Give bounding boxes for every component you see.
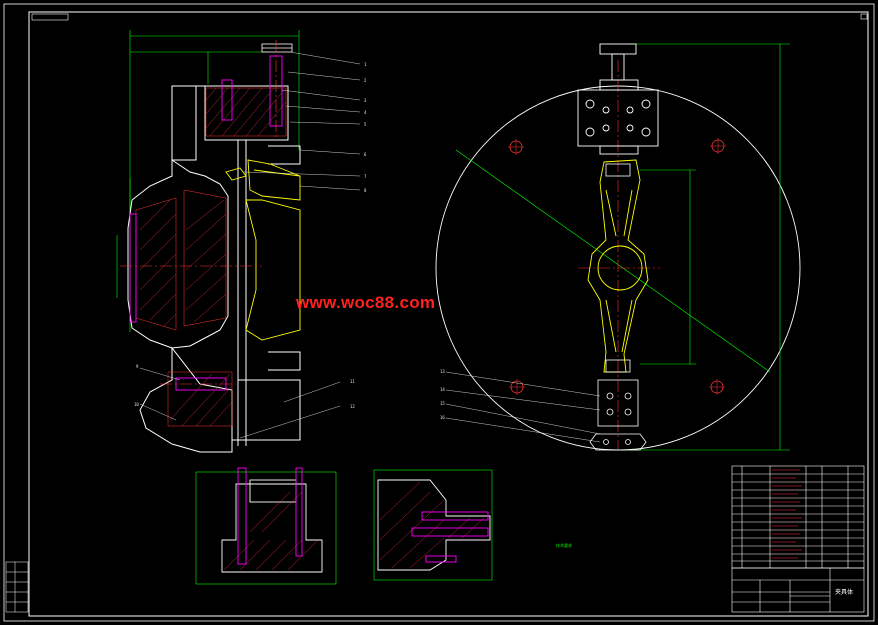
notes-heading-glyphs: 技术要求 [556,543,572,548]
detail-view-b [373,469,493,581]
svg-text:1: 1 [364,62,367,67]
svg-text:3: 3 [364,98,367,103]
outer-frame [3,3,875,622]
title-block [731,465,865,613]
watermark: www.woc88.com [296,293,436,312]
sheet-code-box [31,13,69,21]
svg-text:4: 4 [364,110,367,115]
svg-text:16: 16 [440,415,445,420]
binding-margin-table [5,561,29,613]
inner-frame [28,11,869,617]
svg-text:13: 13 [440,369,445,374]
corner-box [860,13,868,20]
svg-text:8: 8 [364,188,367,193]
svg-text:10: 10 [134,402,139,407]
svg-text:11: 11 [350,379,355,384]
svg-text:6: 6 [364,152,367,157]
svg-text:5: 5 [364,122,367,127]
detail-view-a [195,467,337,585]
technical-notes: 技术要求 [556,543,726,549]
svg-text:15: 15 [440,401,445,406]
svg-text:14: 14 [440,387,445,392]
svg-text:7: 7 [364,174,367,179]
svg-text:12: 12 [350,404,355,409]
svg-text:2: 2 [364,78,367,83]
svg-text:9: 9 [136,364,139,369]
front-view: 13 14 15 16 [435,43,801,451]
title-block-name: 夹具体 [835,589,854,596]
